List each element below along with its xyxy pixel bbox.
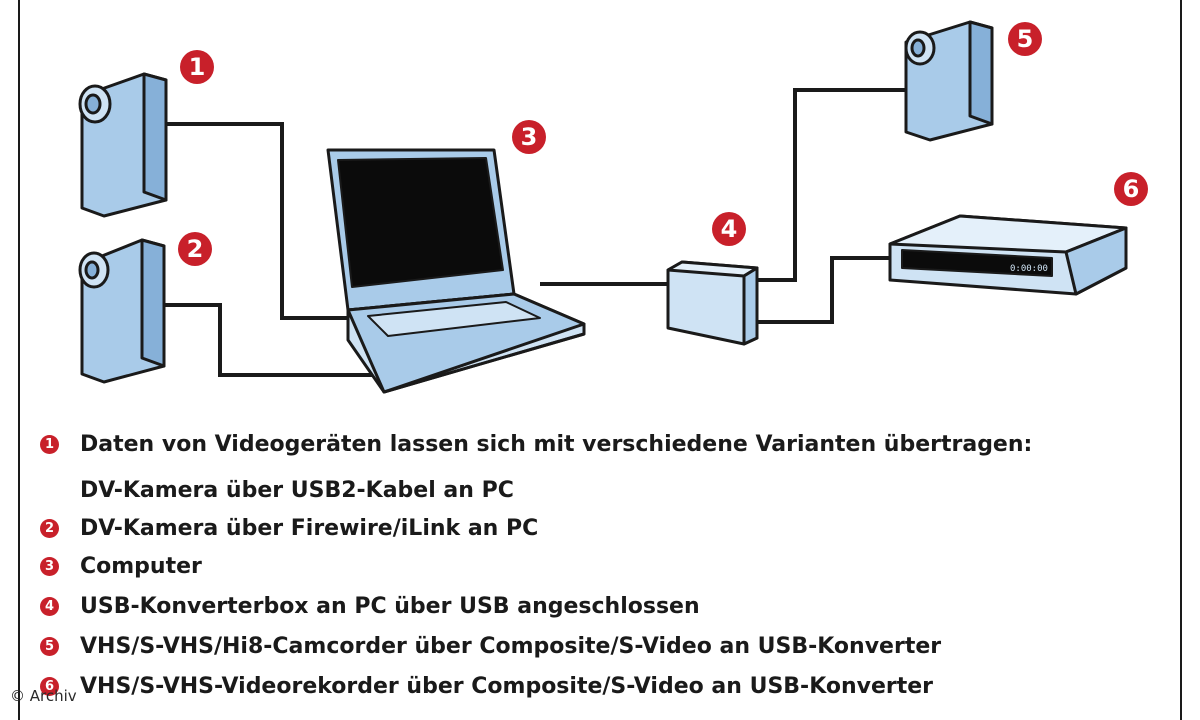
dv-camera-2 <box>78 238 166 384</box>
marker-4: 4 <box>712 212 746 246</box>
legend-item-5: 5 VHS/S-VHS/Hi8-Camcorder über Composite… <box>40 634 941 659</box>
legend-number-4: 4 <box>40 597 59 616</box>
left-border <box>18 0 20 720</box>
recorder-display: 0:00:00 CH <box>1010 264 1064 274</box>
marker-3: 3 <box>512 120 546 154</box>
legend-text-5: VHS/S-VHS/Hi8-Camcorder über Composite/S… <box>80 634 942 659</box>
copyright-notice: © Archiv <box>10 687 77 705</box>
right-border <box>1180 0 1182 720</box>
marker-6: 6 <box>1114 172 1148 206</box>
legend-text-1-continued: DV-Kamera über USB2-Kabel an PC <box>80 478 514 503</box>
legend-item-4: 4 USB-Konverterbox an PC über USB angesc… <box>40 594 700 619</box>
video-recorder: 0:00:00 CH <box>888 214 1128 296</box>
legend-item-6: 6 VHS/S-VHS-Videorekorder über Composite… <box>40 674 933 699</box>
legend-text-1: Daten von Videogeräten lassen sich mit v… <box>80 432 1033 457</box>
cable-converter-camcorder <box>757 88 910 282</box>
legend-item-1: 1 Daten von Videogeräten lassen sich mit… <box>40 432 1032 457</box>
cables <box>164 88 910 377</box>
marker-1: 1 <box>180 50 214 84</box>
cable-camera2-pc <box>164 303 372 377</box>
legend-text-2: DV-Kamera über Firewire/iLink an PC <box>80 516 539 541</box>
legend-text-4: USB-Konverterbox an PC über USB angeschl… <box>80 594 700 619</box>
legend-item-3: 3 Computer <box>40 554 202 579</box>
legend-number-5: 5 <box>40 637 59 656</box>
legend-number-2: 2 <box>40 519 59 538</box>
usb-converter-box <box>666 260 759 346</box>
cable-camera1-pc <box>166 122 362 320</box>
legend-item-2: 2 DV-Kamera über Firewire/iLink an PC <box>40 516 538 541</box>
legend-number-1: 1 <box>40 435 59 454</box>
legend-text-3: Computer <box>80 554 202 579</box>
connection-diagram: 0:00:00 CH <box>78 20 1128 394</box>
legend-number-6: 6 <box>40 677 59 696</box>
cable-converter-recorder <box>757 256 890 324</box>
laptop-computer <box>326 148 586 394</box>
legend-number-3: 3 <box>40 557 59 576</box>
hi8-camcorder <box>904 20 994 142</box>
dv-camera-1 <box>78 72 168 218</box>
marker-2: 2 <box>178 232 212 266</box>
legend-text-6: VHS/S-VHS-Videorekorder über Composite/S… <box>80 674 934 699</box>
marker-5: 5 <box>1008 22 1042 56</box>
